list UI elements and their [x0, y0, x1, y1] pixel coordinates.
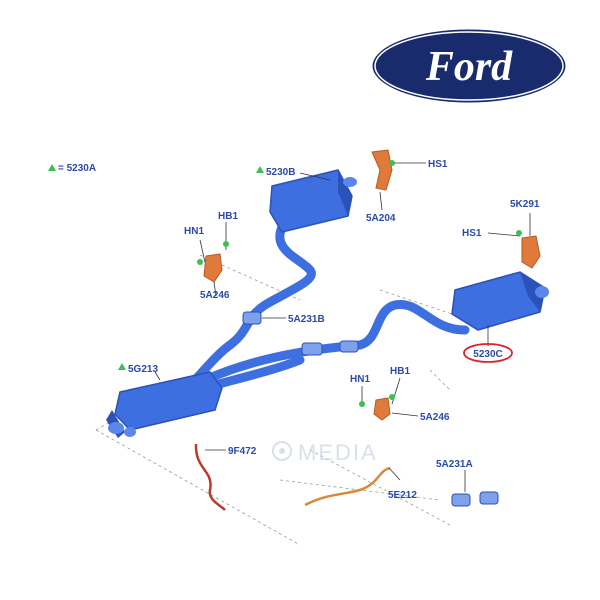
clamp-5A231A-a	[451, 493, 471, 507]
label-5230B: 5230B	[266, 167, 295, 178]
pointer-dots	[197, 160, 522, 407]
triangle-markers	[48, 164, 264, 370]
harnesses	[194, 443, 391, 511]
highlight-5230C	[463, 343, 513, 363]
label-hb1-right: HB1	[390, 366, 410, 377]
exhaust-pipes	[175, 220, 470, 400]
ford-logo: Ford	[369, 26, 569, 106]
label-5A231B: 5A231B	[288, 314, 325, 325]
clamp-right	[339, 340, 359, 353]
resonator-5G213	[106, 371, 223, 438]
hanger-5A246-left	[203, 253, 223, 283]
hanger-5K291	[521, 235, 541, 269]
pipe-left-upper	[185, 220, 316, 390]
clamp-mid	[301, 342, 323, 356]
label-hn1-right: HN1	[350, 374, 370, 385]
clamp-5A231A-b	[479, 491, 499, 505]
harness-5E212	[304, 466, 391, 507]
hanger-5A204	[371, 149, 393, 191]
label-hs1-mid: HS1	[462, 228, 482, 239]
harness-9F472	[194, 443, 226, 511]
watermark: MEDIA	[272, 440, 378, 465]
muffler-5230C	[451, 271, 549, 331]
legend-triangle	[48, 164, 56, 171]
label-9F472: 9F472	[228, 446, 257, 457]
pipe-main-cross	[200, 299, 470, 385]
label-5A231A: 5A231A	[436, 459, 473, 470]
label-5230C: 5230C	[473, 349, 502, 360]
label-5K291: 5K291	[510, 199, 540, 210]
hanger-5A246-right	[373, 397, 391, 421]
label-5G213: 5G213	[128, 364, 158, 375]
muffler-5230B	[269, 169, 357, 233]
label-5A246-left: 5A246	[200, 290, 230, 301]
clamps	[242, 311, 499, 507]
label-hs1-top: HS1	[428, 159, 448, 170]
label-hb1-left: HB1	[218, 211, 238, 222]
watermark-text: MEDIA	[298, 440, 378, 465]
ford-logo-text: Ford	[425, 44, 513, 90]
label-5A204: 5A204	[366, 213, 396, 224]
label-hn1-left: HN1	[184, 226, 204, 237]
hangers	[203, 149, 541, 421]
label-5E212: 5E212	[388, 490, 417, 501]
label-5A246-right: 5A246	[420, 412, 450, 423]
legend-text: = 5230A	[58, 163, 96, 174]
clamp-5A231B-left	[242, 311, 262, 325]
labels: = 5230A 5230B HS1 5A204 5K291 HS1 HN1 HB…	[58, 159, 540, 501]
